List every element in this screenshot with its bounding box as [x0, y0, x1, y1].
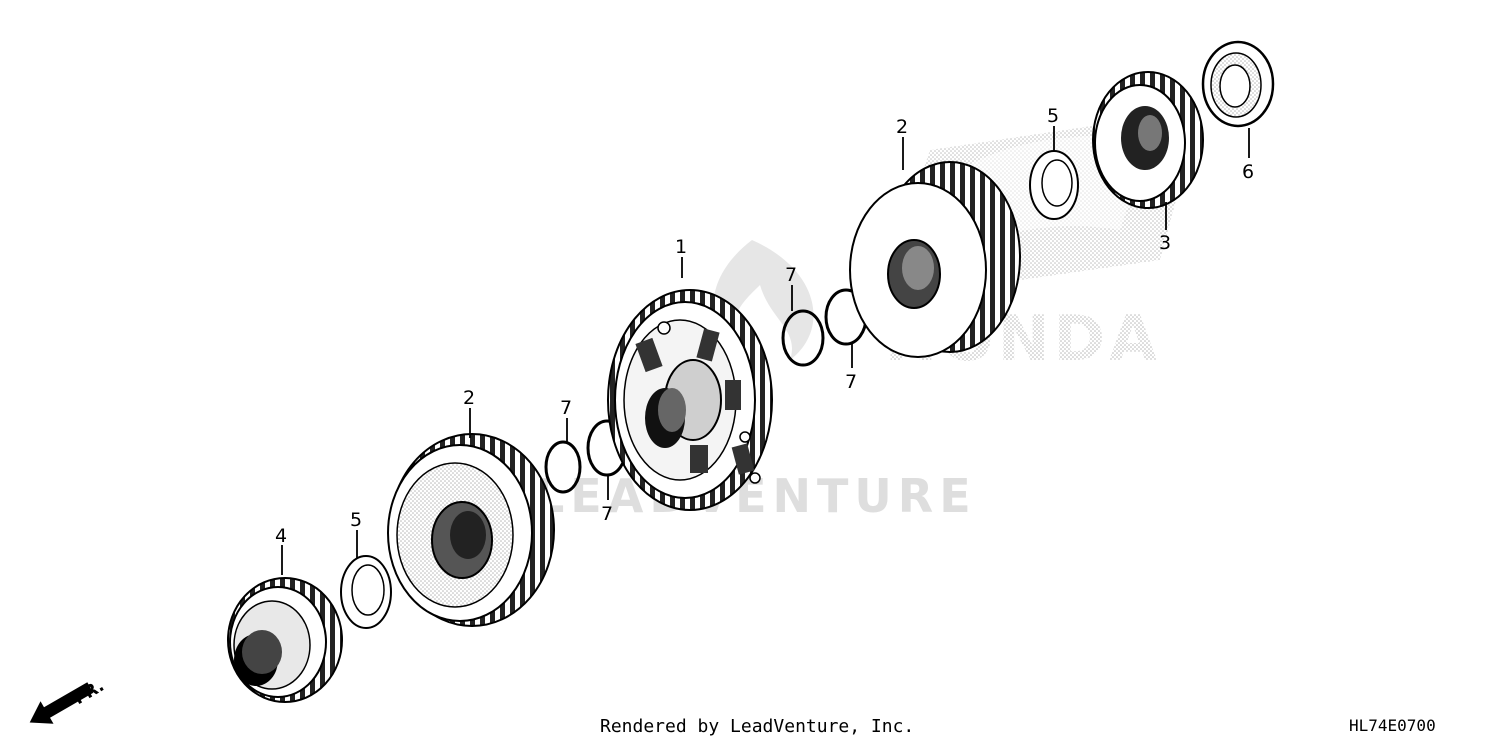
part-5-washer-front — [340, 555, 392, 629]
part-2-drum-rear — [849, 161, 1021, 358]
callout-7-a: 7 — [785, 264, 797, 286]
callout-4: 4 — [275, 525, 287, 547]
callout-7-d: 7 — [601, 503, 613, 525]
callout-1: 1 — [675, 236, 687, 258]
part-2-drum-front — [387, 433, 555, 627]
callout-2-front: 2 — [463, 387, 475, 409]
front-label: FR. — [71, 676, 108, 709]
callout-5-front: 5 — [350, 509, 362, 531]
part-5-washer-rear — [1029, 150, 1079, 220]
callout-7-c: 7 — [560, 397, 572, 419]
part-4-pinion — [227, 577, 343, 703]
arrow-left-icon — [29, 682, 94, 724]
leader-lines — [281, 126, 1250, 575]
callout-3: 3 — [1159, 232, 1171, 254]
callout-2-rear: 2 — [896, 116, 908, 138]
part-3-gear — [1092, 71, 1204, 209]
part-6-bearing — [1201, 40, 1275, 128]
callout-6: 6 — [1242, 161, 1254, 183]
footer-credit: Rendered by LeadVenture, Inc. — [600, 716, 915, 737]
callout-labels: 1 2 2 3 4 5 5 6 7 7 7 7 — [275, 105, 1254, 547]
part-1-gear — [607, 289, 773, 511]
callout-7-b: 7 — [845, 371, 857, 393]
callout-5-rear: 5 — [1047, 105, 1059, 127]
drawing-code: HL74E0700 — [1349, 716, 1436, 735]
front-direction-indicator: FR. — [29, 676, 108, 724]
